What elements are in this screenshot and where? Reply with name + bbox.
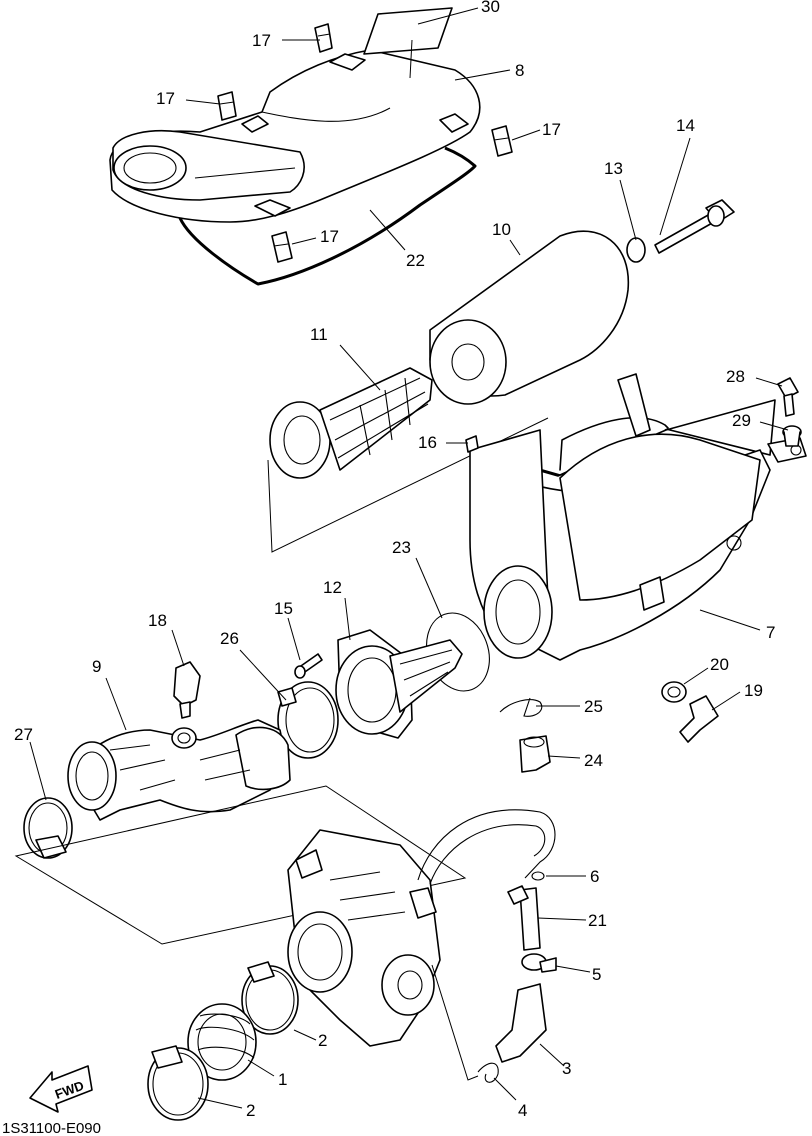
cover-seal-22 <box>178 146 477 286</box>
clip-17-top <box>314 23 333 53</box>
clip-17-right <box>491 125 513 157</box>
group-bracket-lower <box>14 785 467 945</box>
callout-19: 19 <box>744 681 763 700</box>
callout-3: 3 <box>562 1059 571 1078</box>
callout-5: 5 <box>592 965 601 984</box>
throttle-joint-1 <box>187 1003 257 1081</box>
callouts: 30 17 8 17 17 14 13 17 22 10 11 28 29 16… <box>14 0 775 1120</box>
group-bracket-top <box>267 417 549 553</box>
callout-28: 28 <box>726 367 745 386</box>
spring-clip-25 <box>499 697 543 717</box>
callout-18: 18 <box>148 611 167 630</box>
clip-6 <box>531 871 545 881</box>
air-filter-case <box>469 373 807 661</box>
callout-2: 2 <box>246 1101 255 1120</box>
collar-29 <box>782 425 802 447</box>
callout-23: 23 <box>392 538 411 557</box>
filter-guide-11 <box>269 367 433 479</box>
callout-17: 17 <box>156 89 175 108</box>
clip-17-lower <box>271 231 293 263</box>
callout-26: 26 <box>220 629 239 648</box>
leader-lines <box>29 7 789 1109</box>
bolt-28 <box>777 377 799 417</box>
hose-3 <box>495 983 547 1063</box>
clip-4 <box>477 1062 499 1083</box>
callout-16: 16 <box>418 433 437 452</box>
joint-funnel-12 <box>335 629 463 739</box>
clamp-5 <box>521 953 557 973</box>
band-2-lower <box>147 1045 209 1121</box>
fwd-arrow-icon: FWD <box>29 1065 93 1113</box>
callout-4: 4 <box>518 1101 527 1120</box>
intake-duct-9 <box>67 719 291 821</box>
callout-30: 30 <box>481 0 500 16</box>
callout-12: 12 <box>323 578 342 597</box>
band-2-upper <box>241 961 299 1035</box>
clip-16 <box>465 435 479 453</box>
sensor-18 <box>173 661 201 719</box>
joint-21 <box>507 885 541 951</box>
callout-11: 11 <box>310 325 328 344</box>
callout-24: 24 <box>584 751 603 770</box>
throttle-body <box>287 829 441 1047</box>
callout-1: 1 <box>278 1070 287 1089</box>
bracket-24 <box>519 735 551 773</box>
callout-10: 10 <box>492 220 511 239</box>
callout-21: 21 <box>588 911 607 930</box>
callout-14: 14 <box>676 116 695 135</box>
callout-17: 17 <box>320 227 339 246</box>
clamp-27 <box>23 797 73 859</box>
clip-17-left <box>217 91 237 121</box>
callout-8: 8 <box>515 61 524 80</box>
callout-20: 20 <box>710 655 729 674</box>
callout-17: 17 <box>542 120 561 139</box>
diagram-code: 1S31100-E090 <box>2 1120 101 1136</box>
callout-22: 22 <box>406 251 425 270</box>
filter-case-cover <box>109 49 481 223</box>
grommet-20 <box>661 681 687 703</box>
callout-7: 7 <box>766 623 775 642</box>
screw-15 <box>294 653 323 679</box>
callout-17: 17 <box>252 31 271 50</box>
callout-2: 2 <box>318 1031 327 1050</box>
filter-element <box>429 230 630 405</box>
callout-9: 9 <box>92 657 101 676</box>
callout-15: 15 <box>274 599 293 618</box>
callout-13: 13 <box>604 159 623 178</box>
label-sheet <box>363 7 453 55</box>
callout-6: 6 <box>590 867 599 886</box>
bolt-14 <box>654 199 735 254</box>
band-26 <box>277 681 339 759</box>
drain-elbow-19 <box>679 695 719 743</box>
washer-13 <box>626 237 646 263</box>
callout-25: 25 <box>584 697 603 716</box>
callout-27: 27 <box>14 725 33 744</box>
breather-hose <box>417 809 556 881</box>
callout-29: 29 <box>732 411 751 430</box>
